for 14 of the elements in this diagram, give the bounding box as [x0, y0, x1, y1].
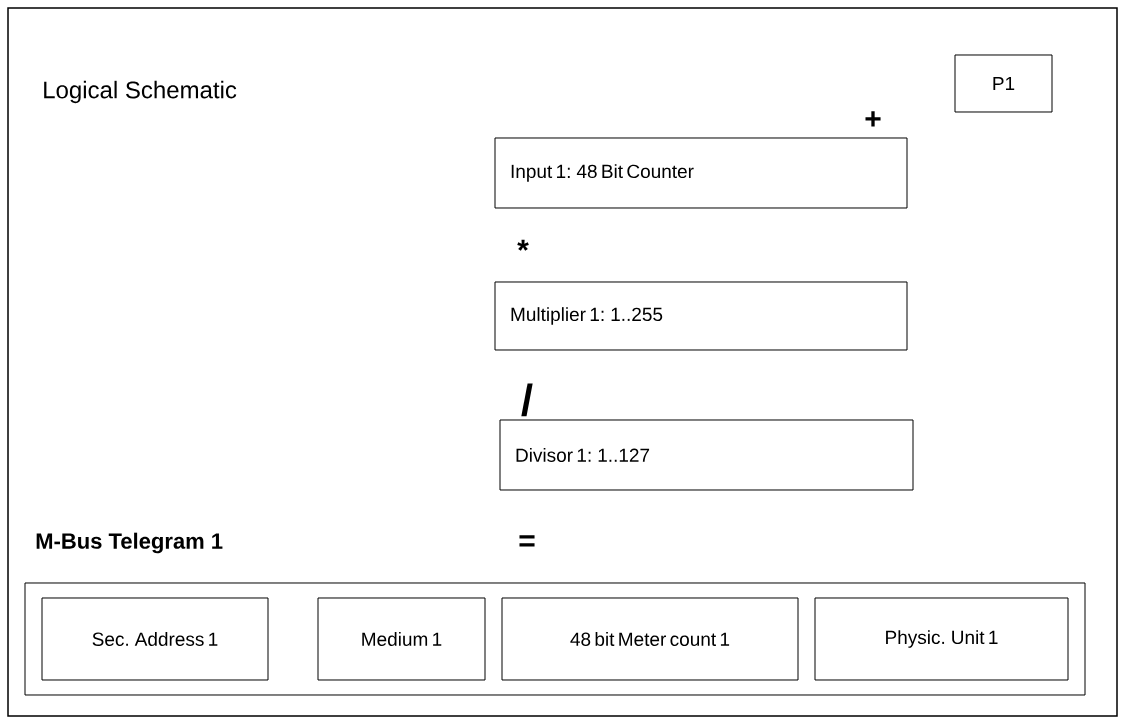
node-label: M-Bus Telegram 1 — [36, 532, 223, 554]
process-box: P1 — [954, 54, 1053, 113]
operator-symbol: / — [521, 383, 533, 417]
field-box: Medium 1 — [317, 597, 486, 681]
field-box: Sec. Address 1 — [41, 597, 269, 681]
process-box: Multiplier 1: 1..255 — [494, 281, 908, 351]
field-box: 48 bit Meter count 1 — [501, 597, 799, 681]
operator-symbol: = — [519, 535, 535, 547]
operator-symbol: + — [865, 111, 881, 127]
operator-symbol: * — [517, 239, 529, 251]
process-box: Divisor 1: 1..127 — [499, 419, 914, 491]
title: Logical Schematic — [44, 80, 237, 104]
field-box: Physic. Unit 1 — [814, 597, 1069, 681]
process-box: Input 1: 48 Bit Counter — [494, 137, 908, 209]
